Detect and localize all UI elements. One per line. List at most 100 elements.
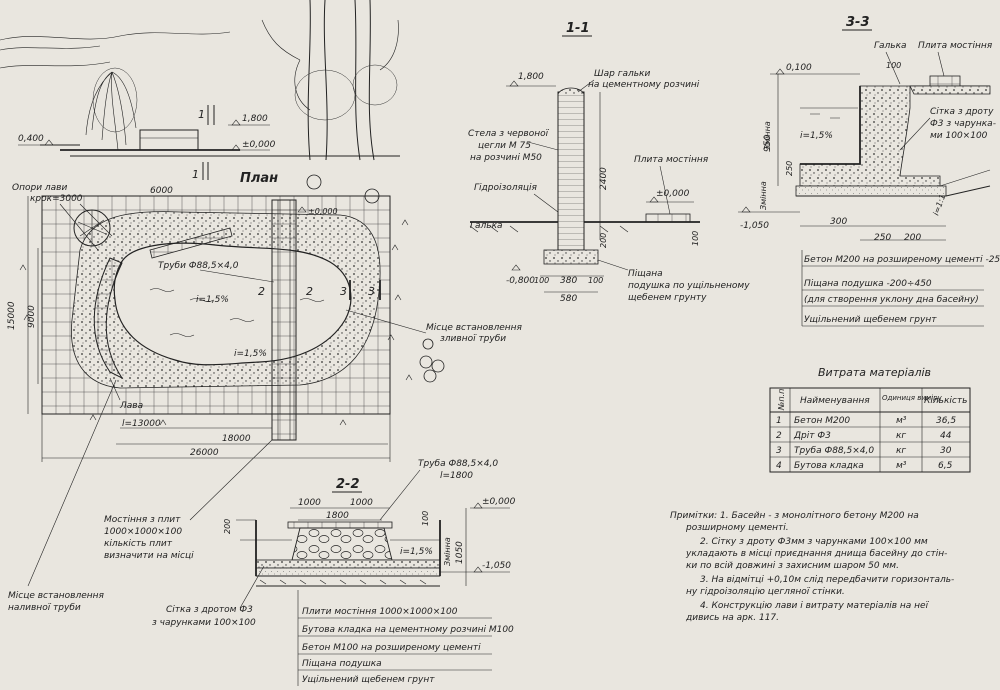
dimension-200-1-1: 200 [599,233,608,248]
table-cell: 36,5 [936,416,956,426]
sand-layer-2-2 [255,567,441,577]
mark-1800-elev: 1,800 [228,114,270,126]
layer-label-3: Піщана подушка [302,659,382,669]
dimension-100-3-3: 100 [886,61,901,70]
svg-text:±0,000: ±0,000 [242,140,276,150]
shrub-icon-2 [364,188,380,204]
svg-text:9000: 9000 [27,305,37,328]
note-line: розширному цементі. [685,523,789,533]
dimension-200-3-3: 200 [904,233,921,243]
tree-trunks-icon [261,0,399,161]
label-slope-1: i=1,5% [196,295,229,305]
label-slope-3-3: i=1,5% [800,131,833,141]
label-paving-slab-1-1: Плита мостіння [634,155,709,165]
mark-0000-2-2: ±0,000 [470,497,516,509]
stone-masonry [291,527,393,561]
note-line: Примітки: 1. Басейн - з монолітного бето… [670,511,919,521]
svg-text:1,800: 1,800 [518,72,544,82]
dimension-2400: 2400 [599,92,609,240]
label-pebble-3-3: Галька [874,41,907,51]
note-line: ки по всій довжині з захисним шаром 50 м… [686,561,899,571]
mark-0100: 0,100 [770,63,860,75]
svg-text:-0,800: -0,800 [506,276,535,286]
dimension-9000: 9000 [27,248,39,384]
dimension-1800: 1800 [326,511,349,521]
label-pipe-2-2-1: Труба Ф88,5×4,0 [418,459,498,469]
table-cell: Дріт Ф3 [793,431,831,441]
section-mark-2b: 2 [306,285,313,298]
stele-foundation [543,249,599,265]
table-header-name: Найменування [800,396,870,406]
section-1-1: 1-1 1,800 ±0,000 Шар гальки на цементном… [468,21,750,304]
layer-label-4: Ущільнений щебенем грунт [302,675,435,685]
table-cell: 4 [776,461,782,471]
mark-0000-elev: ±0,000 [228,140,276,151]
dimension-950: 950 [763,74,779,186]
svg-text:±0,000: ±0,000 [308,207,338,216]
label-ground-3-3: Ущільнений щебенем грунт [804,315,937,325]
dimension-300: 300 [830,217,847,227]
stele-column [557,91,585,251]
label-inlet-2: наливної труби [8,603,81,613]
dimension-580: 580 [560,294,577,304]
table-cell: м³ [896,461,907,471]
mark-1800-1-1: 1,800 [506,72,556,87]
materials-title: Витрата матеріалів [818,366,931,379]
label-mesh-3-3-1: Сітка з дроту [930,107,994,117]
dimension-250-3-3: 250 [785,161,794,176]
label-sand-3-3: Піщана подушка -200÷450 [804,279,932,289]
label-mesh-3-3-3: ми 100×100 [930,131,988,141]
svg-text:-1,050: -1,050 [740,221,769,231]
note-line: 3. На відмітці +0,10м слід передбачити г… [700,575,954,585]
dimension-100b: 100 [534,276,549,285]
label-gravel-layer-2: на цементному розчині [588,80,700,90]
layer-label-1: Бутова кладка на цементному розчині М100 [302,625,514,635]
label-pipe: Труби Ф88,5×4,0 [158,261,239,271]
table-header-qty: Кількість [924,396,967,406]
notes-block: Примітки: 1. Басейн - з монолітного бето… [670,511,954,623]
label-variable-2: Змінна [759,181,768,210]
dimension-380: 380 [560,276,577,286]
table-cell: Бутова кладка [794,461,864,471]
mark-0000-plan: ±0,000 [297,206,338,216]
slope-1-1: i=1:1 [931,193,947,217]
label-sand-1-1-a: Піщана [628,269,663,279]
plan-view: План 1 [7,162,523,613]
mark-0000-1-1: ±0,000 [646,189,694,203]
label-waterproofing: Гідроізоляція [474,183,538,193]
water-waves-icon [149,288,325,337]
note-line: укладають в місці приєднання днища басей… [685,549,947,559]
note-line: ну гідроізоляцію цегляної стінки. [686,587,845,597]
label-stele-3: на розчині М50 [470,153,542,163]
willow-tree-icon [85,67,138,151]
dimension-1000b: 1000 [350,498,373,508]
paving-slab-2-2 [287,521,393,529]
section-mark-1-plan: 1 [192,168,199,181]
table-cell: Труба Ф88,5×4,0 [794,446,874,456]
label-concrete-3-3: Бетон М200 на розширеному цементі -250 [804,255,1000,265]
paving-slab-3-3 [929,75,961,87]
table-header-num: №п.п [777,389,786,411]
sand-base-3-3 [795,185,947,197]
svg-text:18000: 18000 [222,434,251,444]
dimension-250b: 250 [874,233,891,243]
label-drain-2: зливної труби [440,334,506,344]
section-3-3-title: 3-3 [846,15,870,30]
dimension-200-2-2: 200 [223,519,232,534]
table-cell: кг [896,431,906,441]
section-mark-3a: 3 [340,285,347,298]
svg-text:15000: 15000 [7,301,17,330]
table-cell: Бетон М200 [794,416,850,426]
note-line: 4. Конструкцію лави і витрату матеріалів… [700,601,930,611]
elevation-view: 0,400 1,800 ±0,000 1 [0,0,400,161]
label-stele-1: Стела з червоної [468,129,550,139]
mark-m1050-2-2: -1,050 [440,561,511,573]
dimension-6000: 6000 [116,186,220,197]
svg-text:±0,000: ±0,000 [656,189,690,199]
label-bench: Лава [119,401,143,411]
section-2-2: 2-2 Труба Ф88,5×4,0 l=1800 1000 1000 ±0,… [152,459,516,686]
mark-0400: 0,400 [18,134,60,146]
label-sand-1-1-b: подушка по ущільненому [628,281,750,291]
svg-text:2400: 2400 [599,167,609,190]
